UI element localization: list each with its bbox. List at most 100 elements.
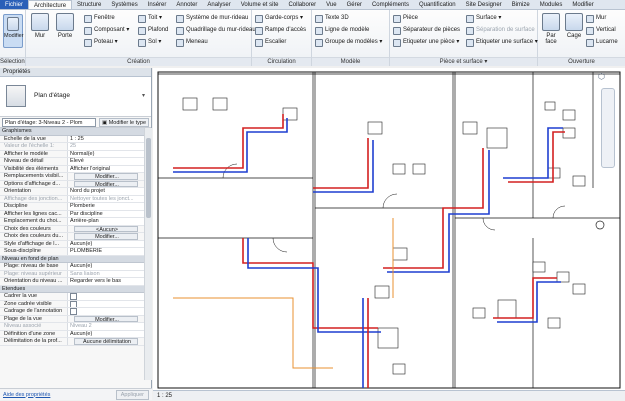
modify-button[interactable]: Modifier [3, 14, 24, 48]
ceiling-button[interactable]: Plafond [138, 25, 168, 36]
properties-help-link[interactable]: Aide des propriétés [3, 391, 51, 398]
tab-syst-mes[interactable]: Systèmes [111, 2, 138, 8]
apply-button[interactable]: Appliquer [115, 389, 149, 400]
component-button[interactable]: Composant ▾ [84, 25, 129, 36]
property-value[interactable]: Sans liaison [68, 270, 144, 277]
property-checkbox[interactable] [68, 293, 144, 300]
type-selector[interactable]: Plan d'étage ▾ [0, 77, 151, 117]
tab-bimize[interactable]: Bimize [511, 2, 530, 8]
property-value[interactable]: Afficher l'original [68, 165, 144, 172]
floor-plan-drawing[interactable] [153, 68, 625, 390]
dormer-icon [586, 38, 594, 47]
tab-vue[interactable]: Vue [326, 2, 337, 8]
scrollbar-thumb[interactable] [146, 138, 151, 218]
property-value[interactable]: Nettoyer toutes les jonct... [68, 195, 144, 202]
property-section-header[interactable]: Graphismes [0, 128, 144, 136]
property-value[interactable]: Normal(e) [68, 150, 144, 157]
property-edit-button[interactable]: Modifier... [74, 173, 138, 180]
edit-type-button[interactable]: ▣ Modifier le type [98, 117, 149, 127]
property-value[interactable]: Arrière-plan [68, 218, 144, 225]
tab-collaborer[interactable]: Collaborer [288, 2, 317, 8]
property-value[interactable]: Regarder vers le bas [68, 278, 144, 285]
tag-room-button[interactable]: Etiqueter une pièce ▾ [393, 37, 459, 48]
property-value[interactable]: Aucun(e) [68, 330, 144, 337]
instance-filter-select[interactable]: Plan d'étage: 3-Niveau 2 - Plom [2, 117, 96, 127]
property-value[interactable]: Par discipline [68, 210, 144, 217]
property-edit-button[interactable]: <Aucun> [74, 225, 138, 232]
stair-button[interactable]: Escalier [255, 37, 286, 48]
dormer-button[interactable]: Lucarne [586, 37, 618, 48]
roof-button[interactable]: Toit ▾ [138, 13, 162, 24]
window-button[interactable]: Fenêtre [84, 13, 115, 24]
tab-analyser[interactable]: Analyser [207, 2, 231, 8]
tab-g-rer[interactable]: Gérer [346, 2, 362, 8]
tab-annoter[interactable]: Annoter [176, 2, 198, 8]
tag-area-button[interactable]: Etiqueter une surface ▾ [466, 37, 538, 48]
property-edit-button[interactable]: Aucune délimitation [74, 338, 138, 345]
floor-button[interactable]: Sol ▾ [138, 37, 161, 48]
property-edit-button[interactable]: Modifier... [74, 315, 138, 322]
property-value[interactable]: Aucun(e) [68, 240, 144, 247]
railing-button[interactable]: Garde-corps ▾ [255, 13, 303, 24]
chevron-down-icon: ▾ [141, 93, 145, 99]
by-face-button[interactable]: Par face [540, 13, 562, 45]
tab-fichier[interactable]: Fichier [0, 0, 29, 9]
railing-icon [255, 14, 263, 23]
property-row: Zone cadrée visible [0, 300, 144, 308]
view-scale[interactable]: 1 : 25 [157, 393, 173, 399]
select-group-label[interactable]: Sélectionner ▾ [0, 57, 25, 66]
properties-scrollbar[interactable] [144, 128, 152, 380]
mullion-button[interactable]: Meneau [176, 37, 208, 48]
tab-compl-ments[interactable]: Compléments [371, 2, 409, 8]
area-boundary-button[interactable]: Séparation de surface [466, 25, 535, 36]
property-value[interactable]: Niveau 2 [68, 323, 144, 330]
drawing-view[interactable]: ⬡ [153, 68, 625, 400]
area-button[interactable]: Surface ▾ [466, 13, 501, 24]
property-value[interactable]: Aucun(e) [68, 263, 144, 270]
property-value[interactable]: Plomberie [68, 203, 144, 210]
curtain-system-button[interactable]: Système de mur-rideau [176, 13, 248, 24]
door-button[interactable]: Porte [54, 13, 76, 39]
tag-area-icon [466, 38, 474, 47]
tab-architecture[interactable]: Architecture [28, 0, 73, 9]
window-icon [84, 14, 92, 23]
tab-modifier[interactable]: Modifier [572, 2, 594, 8]
property-edit-button[interactable]: Modifier... [74, 180, 138, 187]
property-edit-button[interactable]: Modifier... [74, 233, 138, 240]
model-line-button[interactable]: Ligne de modèle [315, 25, 369, 36]
property-checkbox[interactable] [68, 300, 144, 307]
property-section-header[interactable]: Niveau en fond de plan [0, 255, 144, 263]
property-checkbox[interactable] [68, 308, 144, 315]
property-value[interactable]: PLOMBERIE [68, 248, 144, 255]
tab-site-designer[interactable]: Site Designer [465, 2, 502, 8]
tab-volume-et-site[interactable]: Volume et site [240, 2, 279, 8]
property-section-header[interactable]: Etendues [0, 285, 144, 293]
curtain-grid-button[interactable]: Quadrillage du mur-rideau [176, 25, 256, 36]
ramp-button[interactable]: Rampe d'accès [255, 25, 306, 36]
room-button[interactable]: Pièce [393, 13, 418, 24]
property-key: Discipline [0, 203, 68, 210]
model-line-icon [315, 26, 323, 35]
room-separator-button[interactable]: Séparateur de pièces [393, 25, 460, 36]
wall-opening-button[interactable]: Mur [586, 13, 606, 24]
shaft-button[interactable]: Cage [564, 13, 584, 39]
vertical-opening-button[interactable]: Vertical [586, 25, 616, 36]
tab-structure[interactable]: Structure [77, 2, 102, 8]
property-value[interactable]: 1 : 25 [68, 135, 144, 142]
column-button[interactable]: Poteau ▾ [84, 37, 118, 48]
navigation-bar[interactable] [601, 88, 615, 168]
property-value[interactable]: Nord du projet [68, 188, 144, 195]
property-value[interactable]: Elevé [68, 158, 144, 165]
tab-modules[interactable]: Modules [539, 2, 563, 8]
by-face-icon [542, 13, 560, 31]
tab-ins-rer[interactable]: Insérer [147, 2, 167, 8]
model-group-button[interactable]: Groupe de modèles ▾ [315, 37, 382, 48]
viewcube-icon[interactable]: ⬡ [598, 72, 605, 81]
tab-quantification[interactable]: Quantification [418, 2, 456, 8]
wall-button[interactable]: Mur [29, 13, 51, 39]
model-text-button[interactable]: Texte 3D [315, 13, 349, 24]
property-value[interactable]: 25 [68, 143, 144, 150]
